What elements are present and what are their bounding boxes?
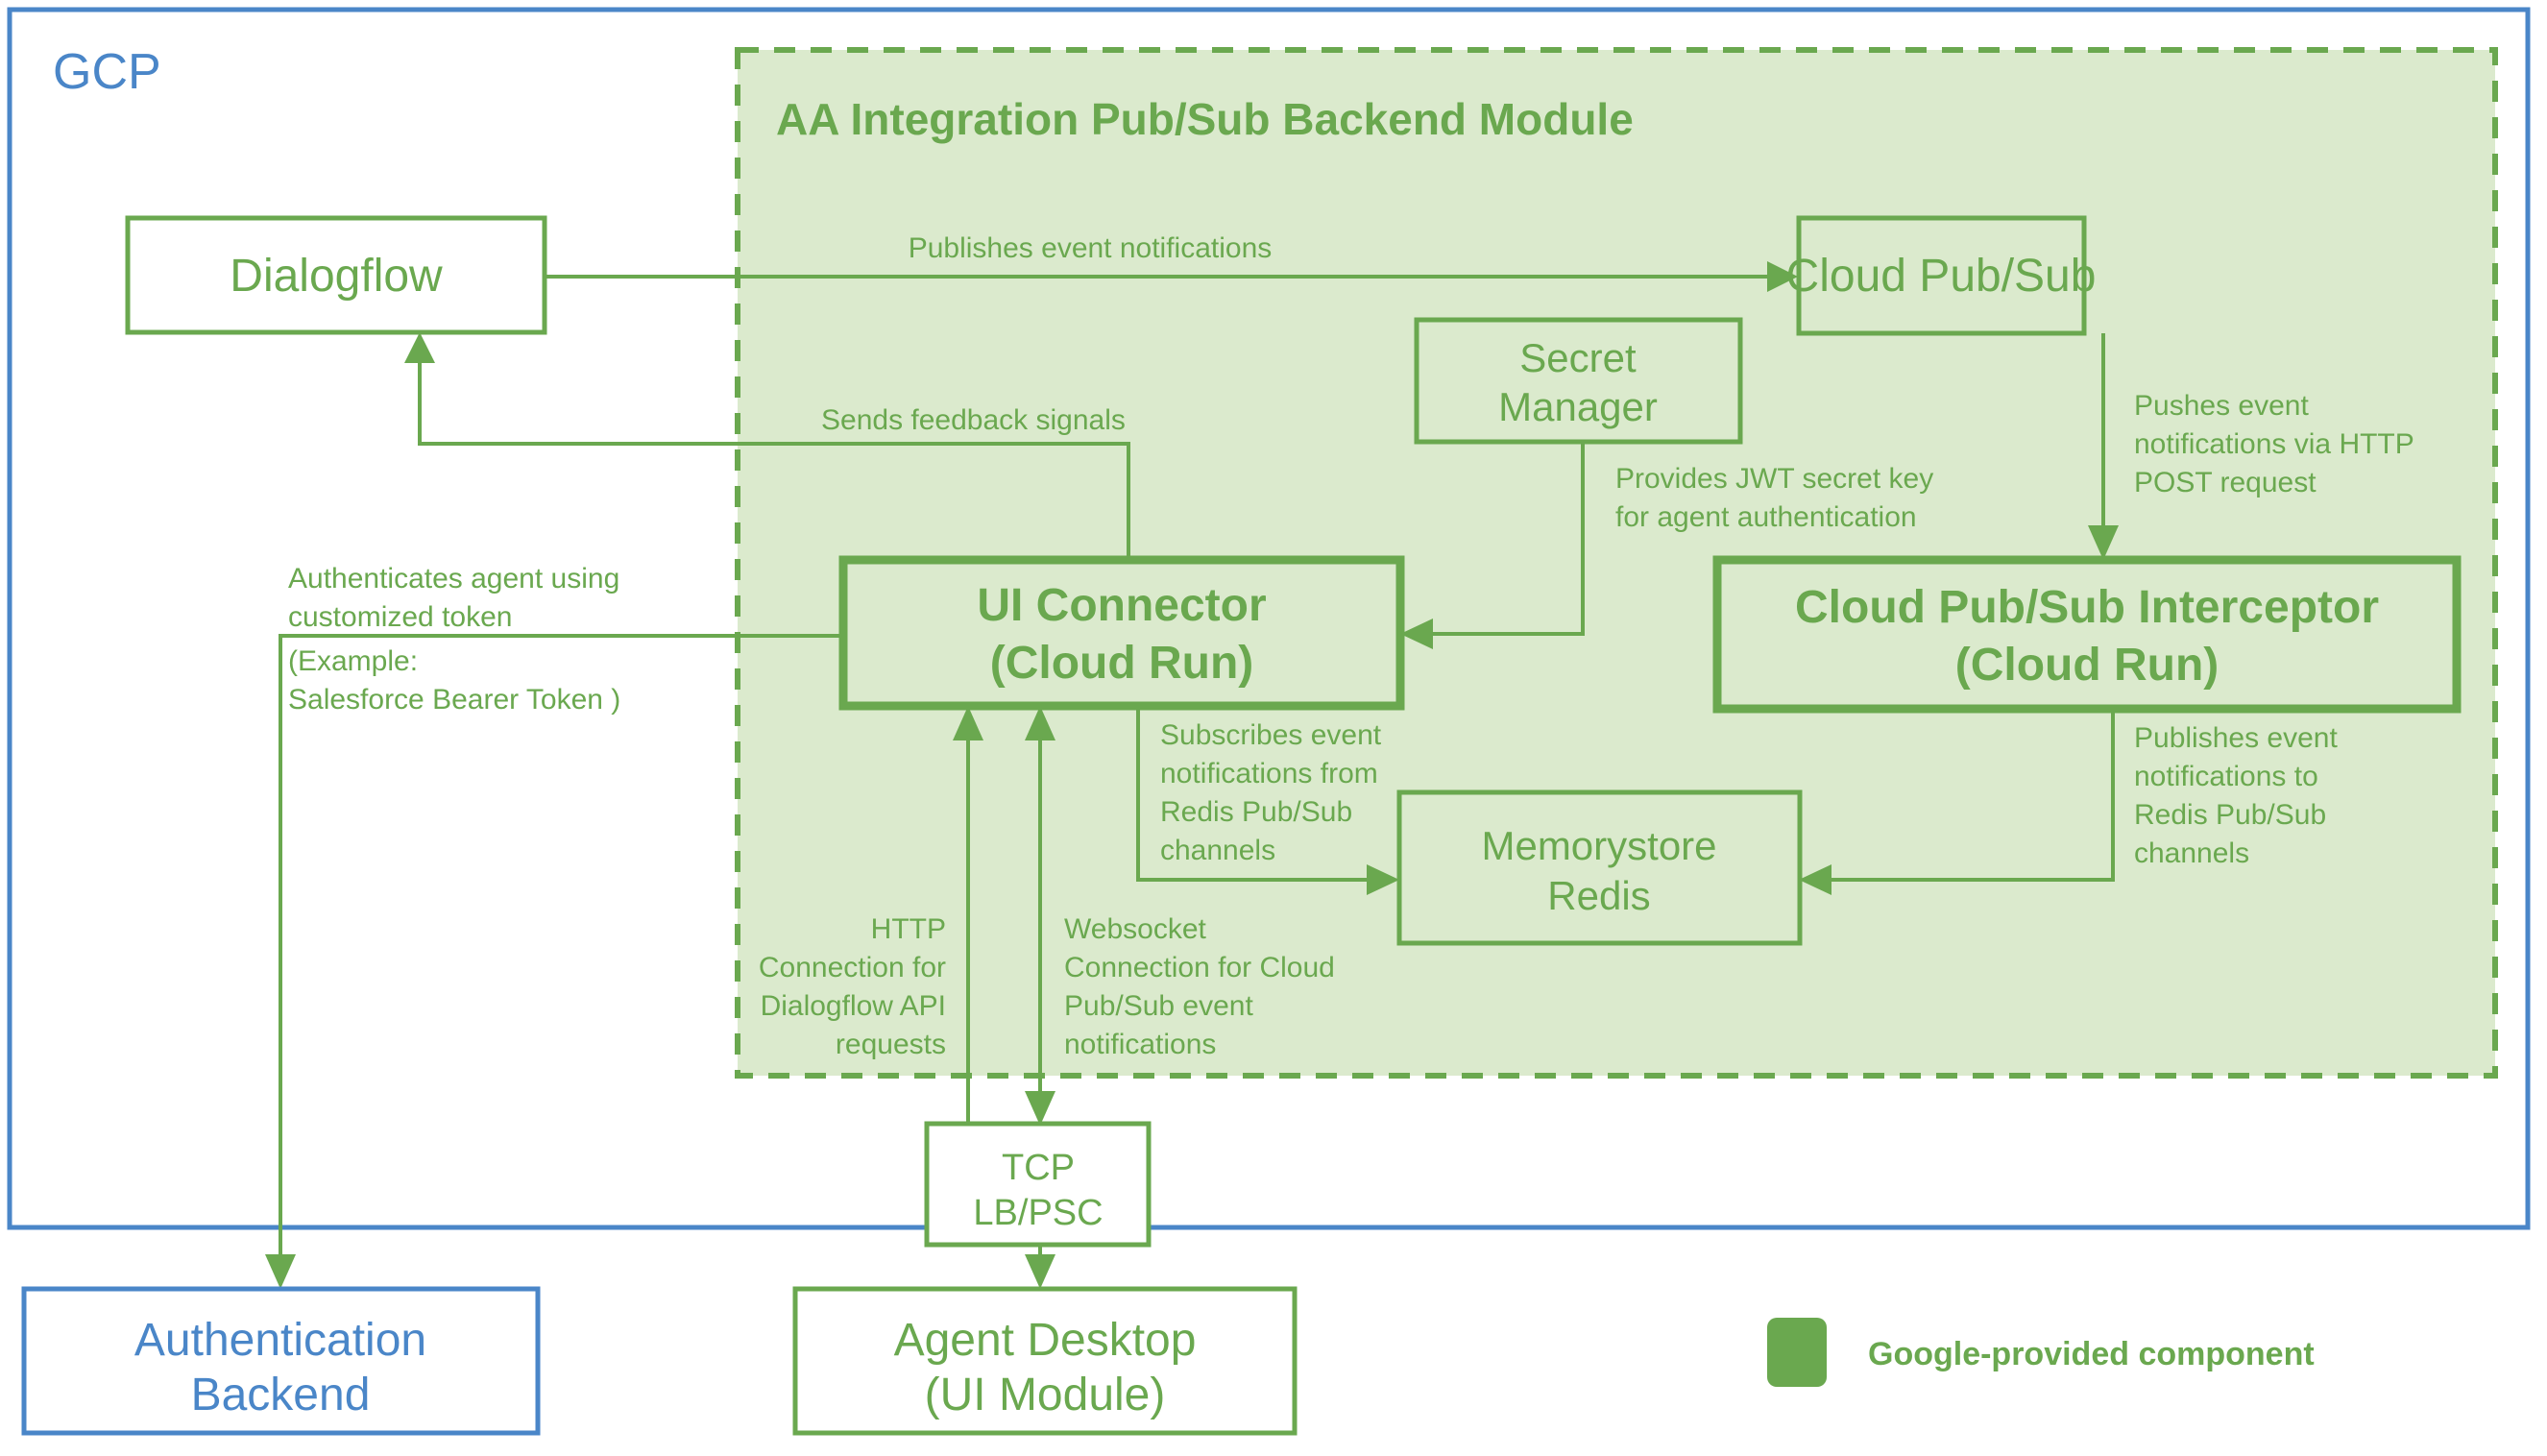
edge-label-subscribes-from-redis-4: channels: [1160, 835, 1275, 866]
edge-label-publishes-to-redis-1: Publishes event: [2134, 722, 2338, 754]
edge-label-provides-jwt-2: for agent authentication: [1615, 501, 1917, 533]
edge-label-websocket-connection-2: Connection for Cloud: [1064, 952, 1335, 983]
edge-label-publishes-to-redis-3: Redis Pub/Sub: [2134, 799, 2326, 831]
edge-label-http-connection-4: requests: [836, 1029, 946, 1060]
edge-label-provides-jwt-1: Provides JWT secret key: [1615, 463, 1933, 495]
edge-label-authenticates-agent-4: Salesforce Bearer Token ): [288, 684, 620, 716]
node-label-tcp-lb-1: TCP: [1002, 1148, 1075, 1188]
edge-publishes-event-notifications: Publishes event notifications: [545, 232, 1798, 292]
edge-websocket-connection: Websocket Connection for Cloud Pub/Sub e…: [1025, 706, 1335, 1126]
node-label-ui-connector-1: UI Connector: [977, 580, 1266, 631]
edge-label-publishes-to-redis-2: notifications to: [2134, 761, 2318, 792]
edge-pushes-event: Pushes event notifications via HTTP POST…: [2088, 333, 2414, 560]
node-label-tcp-lb-2: LB/PSC: [973, 1193, 1103, 1233]
node-label-auth-backend-1: Authentication: [134, 1315, 426, 1366]
node-label-interceptor-2: (Cloud Run): [1955, 640, 2220, 691]
edge-authenticates-agent: Authenticates agent using customized tok…: [265, 563, 843, 1289]
edge-label-authenticates-agent-1: Authenticates agent using: [288, 563, 619, 595]
node-label-dialogflow: Dialogflow: [230, 251, 443, 302]
edge-http-connection: HTTP Connection for Dialogflow API reque…: [759, 706, 983, 1124]
node-secret-manager[interactable]: Secret Manager: [1414, 317, 1743, 445]
edge-publishes-to-redis: Publishes event notifications to Redis P…: [1799, 709, 2338, 895]
edge-label-websocket-connection-1: Websocket: [1064, 913, 1207, 945]
node-label-memorystore-2: Redis: [1547, 873, 1650, 918]
edge-subscribes-from-redis: Subscribes event notifications from Redi…: [1136, 709, 1399, 895]
edge-label-sends-feedback-signals: Sends feedback signals: [821, 404, 1126, 436]
node-label-secret-manager-1: Secret: [1519, 335, 1637, 380]
gcp-label: GCP: [53, 44, 161, 100]
edge-label-websocket-connection-4: notifications: [1064, 1029, 1216, 1060]
edge-label-http-connection-3: Dialogflow API: [761, 990, 946, 1022]
edge-label-subscribes-from-redis-2: notifications from: [1160, 758, 1378, 789]
node-label-ui-connector-2: (Cloud Run): [990, 638, 1254, 689]
node-label-cloud-pubsub: Cloud Pub/Sub: [1786, 251, 2097, 302]
node-label-interceptor-1: Cloud Pub/Sub Interceptor: [1795, 582, 2379, 633]
node-agent-desktop[interactable]: Agent Desktop (UI Module): [792, 1286, 1298, 1436]
node-label-agent-desktop-2: (UI Module): [925, 1370, 1166, 1420]
legend: Google-provided component: [1767, 1318, 2315, 1387]
edge-sends-feedback-signals: Sends feedback signals: [404, 332, 1130, 560]
edge-label-authenticates-agent-2: customized token: [288, 601, 512, 633]
edge-label-publishes-to-redis-4: channels: [2134, 837, 2249, 869]
edge-tcp-to-agent-desktop: [1025, 1245, 1055, 1289]
legend-swatch: [1767, 1318, 1827, 1387]
edge-provides-jwt: Provides JWT secret key for agent authen…: [1400, 442, 1933, 649]
edge-label-pushes-event-3: POST request: [2134, 467, 2317, 498]
node-ui-connector[interactable]: UI Connector (Cloud Run): [838, 555, 1405, 711]
node-label-agent-desktop-1: Agent Desktop: [894, 1315, 1197, 1366]
node-memorystore-redis[interactable]: Memorystore Redis: [1396, 789, 1803, 946]
node-label-memorystore-1: Memorystore: [1481, 823, 1716, 868]
node-tcp-lb-psc[interactable]: TCP LB/PSC: [924, 1121, 1152, 1248]
edge-label-pushes-event-2: notifications via HTTP: [2134, 428, 2414, 460]
module-title: AA Integration Pub/Sub Backend Module: [776, 94, 1634, 144]
node-label-auth-backend-2: Backend: [191, 1370, 371, 1420]
edge-label-publishes-event-notifications: Publishes event notifications: [909, 232, 1273, 264]
edge-label-pushes-event-1: Pushes event: [2134, 390, 2309, 422]
node-cloud-pubsub[interactable]: Cloud Pub/Sub: [1786, 215, 2097, 336]
edge-label-http-connection-2: Connection for: [759, 952, 946, 983]
node-cloud-pubsub-interceptor[interactable]: Cloud Pub/Sub Interceptor (Cloud Run): [1712, 555, 2462, 714]
node-label-secret-manager-2: Manager: [1498, 384, 1658, 429]
node-authentication-backend[interactable]: Authentication Backend: [21, 1286, 541, 1436]
node-dialogflow[interactable]: Dialogflow: [125, 215, 547, 335]
legend-label: Google-provided component: [1868, 1336, 2315, 1372]
edge-label-subscribes-from-redis-1: Subscribes event: [1160, 719, 1382, 751]
edge-label-authenticates-agent-3: (Example:: [288, 645, 418, 677]
edge-label-websocket-connection-3: Pub/Sub event: [1064, 990, 1253, 1022]
edge-label-http-connection-1: HTTP: [871, 913, 946, 945]
edge-label-subscribes-from-redis-3: Redis Pub/Sub: [1160, 796, 1352, 828]
